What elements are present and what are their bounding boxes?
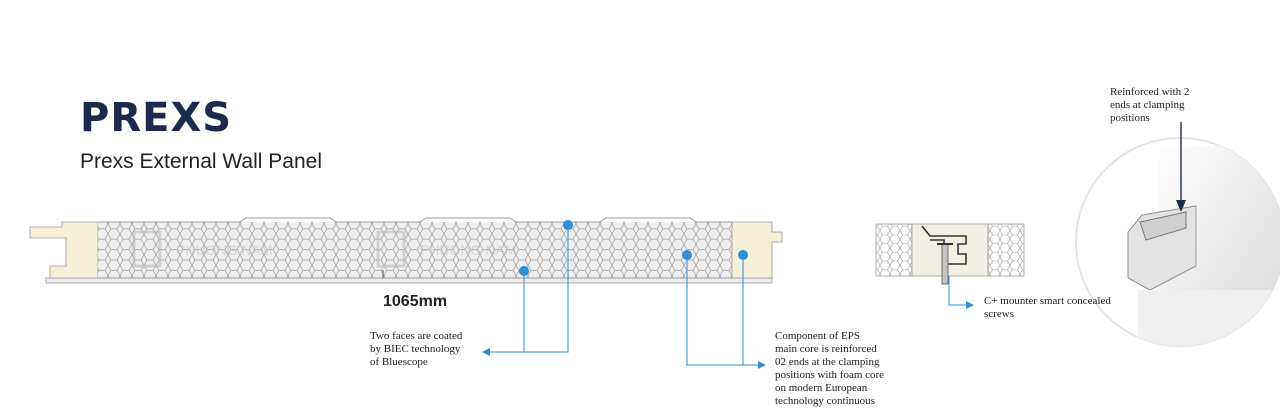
callout-lines <box>488 225 968 366</box>
callout-screws-line <box>948 268 968 306</box>
brand-title: PREXS <box>80 95 233 141</box>
faces-coating-note: Two faces are coated by BIEC technology … <box>370 330 463 368</box>
marker-dot <box>682 250 692 260</box>
page-subtitle: Prexs External Wall Panel <box>80 150 322 173</box>
joint-right-core <box>987 223 1025 277</box>
watermark-text: PHUONG NAM <box>176 242 272 258</box>
clip-render <box>1139 211 1187 241</box>
arrow-head-right <box>758 361 766 369</box>
arrow-head-left <box>482 348 490 356</box>
watermark-logo: PHUONG NAM <box>376 230 516 268</box>
callout-faces-line <box>523 225 569 353</box>
panel-cross-section: PHUONG NAM PHUONG NAM <box>29 217 783 284</box>
callout-markers <box>482 220 974 369</box>
joint-left-core <box>875 223 913 277</box>
bottom-face-sheet <box>45 277 773 284</box>
callout-core-line <box>686 255 744 366</box>
marker-dot <box>738 250 748 260</box>
left-tongue-joint <box>29 221 99 279</box>
top-face-profile <box>98 217 732 223</box>
right-groove-joint <box>731 221 783 279</box>
watermark-logo: PHUONG NAM <box>132 230 272 268</box>
watermark-text: PHUONG NAM <box>420 242 516 258</box>
screw-icon <box>941 243 949 285</box>
eps-core-note: Component of EPS main core is reinforced… <box>775 330 885 407</box>
reinforced-pointer-arrow <box>1176 200 1186 212</box>
reinforced-note: Reinforced with 2 ends at clamping posit… <box>1110 86 1190 124</box>
marker-dot <box>519 266 529 276</box>
arrow-head-right <box>966 301 974 309</box>
eps-core-honeycomb <box>98 222 732 278</box>
panel-width-label: 1065mm <box>383 293 448 310</box>
magnified-detail <box>1075 122 1280 347</box>
joint-detail <box>875 223 1025 285</box>
lower-face-render <box>1138 290 1280 346</box>
marker-dot <box>563 220 573 230</box>
joint-center-foam <box>911 223 989 277</box>
screws-note: C+ mounter smart concealed screws <box>984 295 1111 320</box>
